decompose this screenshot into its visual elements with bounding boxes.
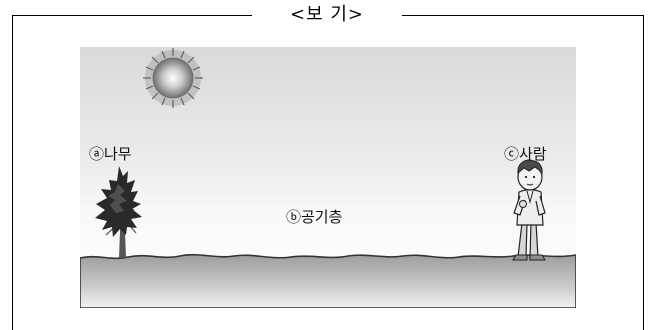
box-right-border [643, 15, 644, 330]
scene-artwork [80, 48, 576, 308]
air-layer-label: ⓑ공기층 [286, 208, 343, 226]
tree-icon [95, 166, 142, 258]
atmosphere-illustration: ⓐ나무 ⓑ공기층 ⓒ사람 [80, 47, 576, 308]
tree-label: ⓐ나무 [89, 145, 132, 163]
box-top-border-left [12, 15, 256, 16]
ground-band [80, 253, 576, 308]
person-label: ⓒ사람 [504, 145, 547, 163]
box-left-border [12, 15, 13, 330]
sun-icon [143, 48, 203, 108]
box-title: <보 기> [252, 1, 402, 29]
person-icon [512, 159, 546, 261]
box-top-border-right [398, 15, 644, 16]
